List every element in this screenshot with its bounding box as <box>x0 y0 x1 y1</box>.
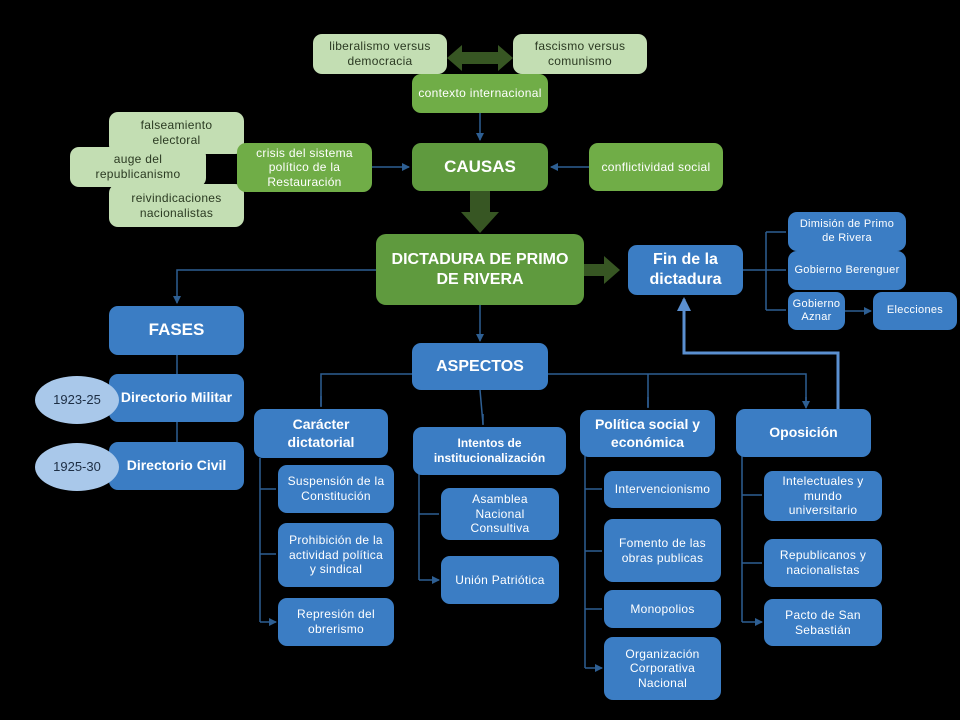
dictadura-box: DICTADURA DE PRIMO DE RIVERA <box>376 234 584 305</box>
intentos-item-2: Unión Patriótica <box>441 556 559 604</box>
fases-box: FASES <box>109 306 244 355</box>
fases-label: FASES <box>148 320 205 340</box>
arrows-fin-to-end <box>766 231 871 311</box>
oposicion-item-2: Republicanos y nacionalistas <box>764 539 882 587</box>
aznar-label: Gobierno Aznar <box>792 297 841 323</box>
caracter-label: Carácter dictatorial <box>287 416 355 450</box>
intentos-item-1: Asamblea Nacional Consultiva <box>441 488 559 540</box>
politica-item-3: Monopolios <box>604 590 721 628</box>
oposicion-item-2-label: Republicanos y nacionalistas <box>779 548 867 577</box>
civil-label: Directorio Civil <box>126 457 227 474</box>
berenguer-box: Gobierno Berenguer <box>788 251 906 290</box>
double-arrow <box>447 45 513 71</box>
contexto-label: contexto internacional <box>418 86 542 101</box>
intentos-box: Intentos de institucionalización <box>413 427 566 475</box>
conflictividad-box: conflictividad social <box>589 143 723 191</box>
line-oposicion-to-fin <box>677 297 840 409</box>
politica-item-1-label: Intervencionismo <box>614 482 711 497</box>
fascismo-label: fascismo versus comunismo <box>534 39 626 68</box>
auge-label: auge del republicanismo <box>95 152 181 181</box>
caracter-item-3: Represión del obrerismo <box>278 598 394 646</box>
oposicion-box: Oposición <box>736 409 871 457</box>
fin-box: Fin de la dictadura <box>628 245 743 295</box>
dictadura-label: DICTADURA DE PRIMO DE RIVERA <box>391 250 569 288</box>
caracter-item-1-label: Suspensión de la Constitución <box>287 474 385 503</box>
crisis-label: crisis del sistema político de la Restau… <box>256 145 353 189</box>
civil-years-label: 1925-30 <box>53 459 101 475</box>
oposicion-label: Oposición <box>769 424 838 441</box>
politica-item-2: Fomento de las obras publicas <box>604 519 721 582</box>
civil-box: Directorio Civil <box>109 442 244 490</box>
oposicion-item-1-label: Intelectuales y mundo universitario <box>782 474 864 518</box>
arrow-heads-aspectos <box>320 396 806 425</box>
politica-box: Política social y económica <box>580 410 715 457</box>
militar-box: Directorio Militar <box>109 374 244 422</box>
conflictividad-label: conflictividad social <box>601 159 711 174</box>
caracter-item-3-label: Represión del obrerismo <box>297 607 375 636</box>
elecciones-label: Elecciones <box>886 304 944 317</box>
causas-label: CAUSAS <box>444 156 516 176</box>
crisis-box: crisis del sistema político de la Restau… <box>237 143 372 192</box>
militar-years-label: 1923-25 <box>53 392 101 408</box>
liberalismo-label: liberalismo versus democracia <box>329 39 431 68</box>
civil-years-oval: 1925-30 <box>35 443 119 491</box>
line-aspectos-branches <box>320 373 807 425</box>
aznar-box: Gobierno Aznar <box>788 292 845 330</box>
arrows-intentos-items <box>419 513 439 580</box>
aspectos-label: ASPECTOS <box>436 357 524 375</box>
politica-item-1: Intervencionismo <box>604 471 721 508</box>
caracter-item-2: Prohibición de la actividad política y s… <box>278 523 394 587</box>
politica-label: Política social y económica <box>594 416 701 450</box>
politica-item-4: Organización Corporativa Nacional <box>604 637 721 700</box>
line-fin-to-end <box>743 232 767 310</box>
dimision-box: Dimisión de Primo de Rivera <box>788 212 906 251</box>
intentos-label: Intentos de institucionalización <box>433 436 546 465</box>
reivindicaciones-box: reivindicaciones nacionalistas <box>109 184 244 227</box>
militar-label: Directorio Militar <box>120 389 233 406</box>
arrows-politica-items <box>585 488 602 668</box>
oposicion-item-3-label: Pacto de San Sebastián <box>785 607 861 637</box>
arrow-causas-to-dictadura <box>461 191 499 233</box>
dimision-label: Dimisión de Primo de Rivera <box>799 218 895 244</box>
intentos-item-2-label: Unión Patriótica <box>455 572 545 587</box>
caracter-box: Carácter dictatorial <box>254 409 388 458</box>
oposicion-item-3: Pacto de San Sebastián <box>764 599 882 646</box>
arrow-dictadura-to-fin <box>584 256 620 284</box>
aspectos-box: ASPECTOS <box>412 343 548 390</box>
reivindicaciones-label: reivindicaciones nacionalistas <box>131 190 222 220</box>
liberalismo-box: liberalismo versus democracia <box>313 34 447 74</box>
auge-box: auge del republicanismo <box>70 147 206 187</box>
oposicion-item-1: Intelectuales y mundo universitario <box>764 471 882 521</box>
contexto-box: contexto internacional <box>412 74 548 113</box>
fascismo-box: fascismo versus comunismo <box>513 34 647 74</box>
politica-item-3-label: Monopolios <box>630 601 695 616</box>
arrows-oposicion-items <box>742 494 762 622</box>
militar-years-oval: 1923-25 <box>35 376 119 424</box>
politica-item-2-label: Fomento de las obras publicas <box>619 535 706 565</box>
fin-label: Fin de la dictadura <box>649 251 722 288</box>
intentos-item-1-label: Asamblea Nacional Consultiva <box>470 492 530 536</box>
causas-box: CAUSAS <box>412 143 548 191</box>
line-dictadura-to-fases <box>173 269 376 304</box>
elecciones-box: Elecciones <box>873 292 957 330</box>
caracter-item-1: Suspensión de la Constitución <box>278 465 394 513</box>
berenguer-label: Gobierno Berenguer <box>794 263 900 276</box>
falseamiento-label: falseamiento electoral <box>140 118 213 147</box>
arrows-caracter-items <box>260 488 276 622</box>
politica-item-4-label: Organización Corporativa Nacional <box>625 646 700 690</box>
caracter-item-2-label: Prohibición de la actividad política y s… <box>288 533 384 577</box>
